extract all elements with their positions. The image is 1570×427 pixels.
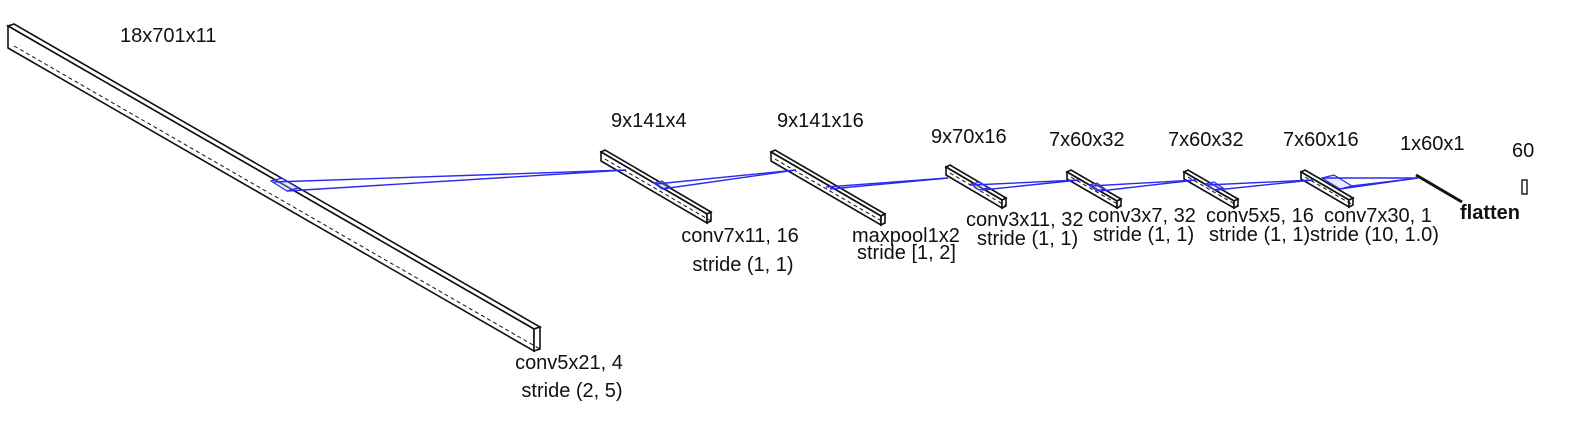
op-4-stride: stride (1, 1) [1093, 224, 1194, 246]
layer-5-shape-label: 7x60x32 [1168, 129, 1244, 151]
layer-1-slab [599, 149, 713, 225]
layer-7-shape-label: 1x60x1 [1400, 133, 1465, 155]
op-6-stride: stride (10, 1.0) [1310, 224, 1439, 246]
layer-3-shape-label: 9x70x16 [931, 126, 1007, 148]
layer-slabs [6, 23, 1528, 353]
op-2-name: maxpool1x2 [852, 225, 960, 247]
operation-labels: conv5x21, 4 stride (2, 5) conv7x11, 16 s… [515, 202, 1520, 402]
kernel-box-4 [1087, 182, 1107, 192]
op-6-name: conv7x30, 1 [1324, 205, 1432, 227]
layer-2-shape-label: 9x141x16 [777, 110, 864, 132]
kernel-box-5 [1203, 181, 1225, 191]
op-3-stride: stride (1, 1) [977, 228, 1078, 250]
op-1-name: conv7x11, 16 [681, 225, 799, 247]
op-5-name: conv5x5, 16 [1206, 205, 1314, 227]
layer-1-shape-label: 9x141x4 [611, 110, 687, 132]
connections [269, 169, 1419, 192]
op-0-name: conv5x21, 4 [515, 352, 623, 374]
kernel-box-3 [969, 181, 990, 191]
layer-4-shape-label: 7x60x32 [1049, 129, 1125, 151]
layer-0-shape-label: 18x701x11 [120, 25, 216, 47]
op-4-name: conv3x7, 32 [1088, 205, 1196, 227]
layer-2-slab [769, 149, 887, 227]
layer-8-shape-label: 60 [1512, 140, 1534, 162]
op-3-name: conv3x11, 32 [966, 209, 1084, 231]
layer-6-shape-label: 7x60x16 [1283, 129, 1359, 151]
op-5-stride: stride (1, 1) [1209, 224, 1310, 246]
layer-8-slab [1521, 179, 1528, 195]
kernel-box-1 [652, 180, 672, 190]
op-2-stride: stride [1, 2] [857, 242, 956, 264]
layer-6-slab [1299, 169, 1355, 209]
op-1-stride: stride (1, 1) [692, 254, 793, 276]
layer-shape-labels: 18x701x11 9x141x4 9x141x16 9x70x16 7x60x… [120, 25, 1534, 162]
layer-7-slab [1415, 173, 1463, 204]
op-7-name: flatten [1460, 202, 1520, 224]
op-0-stride: stride (2, 5) [521, 380, 622, 402]
layer-0-slab [6, 23, 542, 353]
